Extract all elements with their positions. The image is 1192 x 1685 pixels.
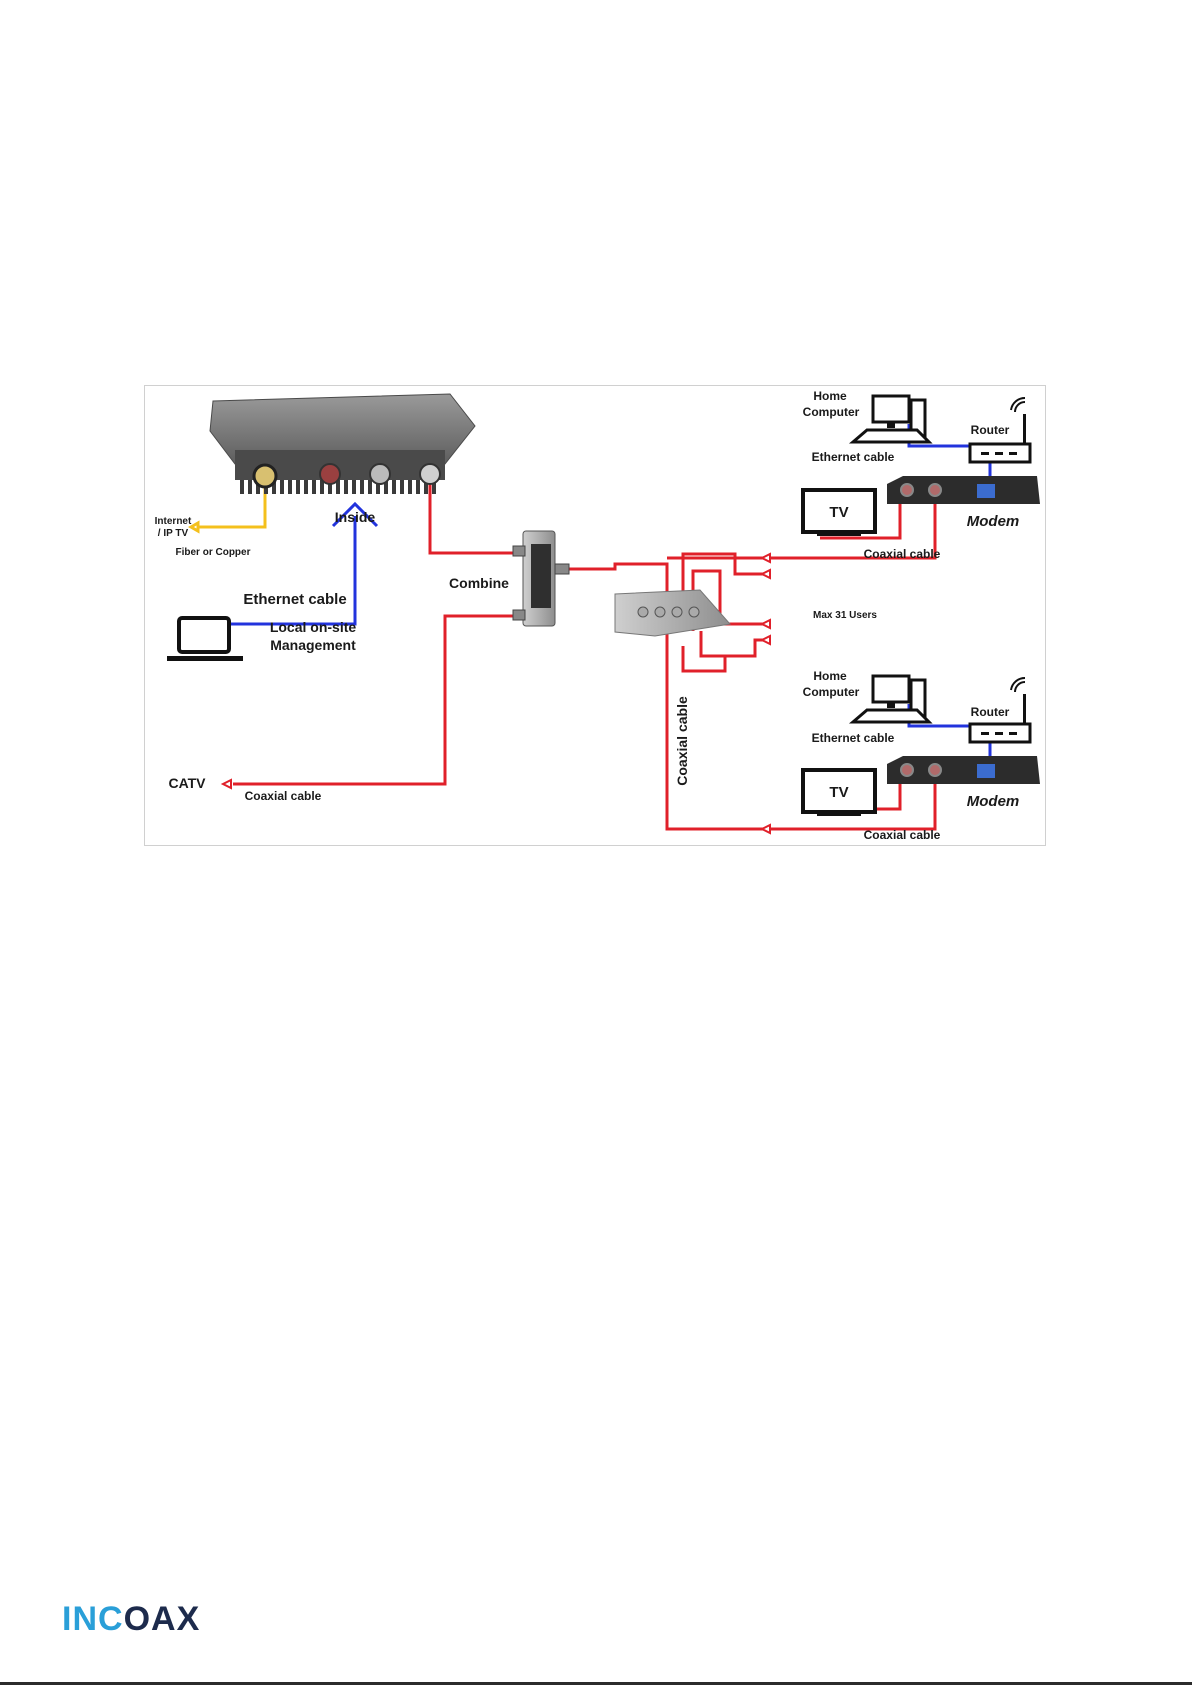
inside-label: Inside [335, 509, 376, 525]
internet-label-line1: Internet [155, 516, 192, 527]
ethernet-cable-top-label: Ethernet cable [812, 450, 895, 464]
local-mgmt-label-line1: Local on-site [270, 619, 357, 635]
logo-text-primary: INC [62, 1600, 124, 1636]
coax-out-4 [683, 646, 725, 671]
router-bottom-label: Router [971, 705, 1010, 719]
coaxial-cable-catv-label: Coaxial cable [245, 789, 322, 803]
ethernet-cable-bottom-label: Ethernet cable [812, 731, 895, 745]
modem-top-device [887, 476, 1040, 504]
combine-label: Combine [449, 575, 509, 591]
home-computer-top-label-line2: Computer [803, 405, 860, 419]
tv-bottom-label: TV [829, 784, 848, 801]
diagram-canvas: Home Computer Router Ethernet cable TV M… [145, 386, 1047, 847]
home-computer-top-icon [853, 396, 929, 442]
coax-out-3 [701, 631, 770, 656]
catv-label: CATV [168, 775, 206, 791]
combiner-device [513, 531, 569, 626]
local-mgmt-label-line2: Management [270, 637, 356, 653]
internet-cable [191, 481, 265, 531]
max-users-label: Max 31 Users [813, 610, 877, 621]
internet-label-line2: / IP TV [158, 528, 189, 539]
ethernet-cable-mgmt-label: Ethernet cable [243, 591, 346, 608]
home-computer-top-label-line1: Home [813, 389, 847, 403]
tv-top-label: TV [829, 504, 848, 521]
coaxial-cable-vertical-label: Coaxial cable [674, 696, 690, 786]
coaxial-cable-bottom-label: Coaxial cable [864, 828, 941, 842]
modem-bottom-label: Modem [967, 793, 1020, 810]
home-computer-bottom-label-line2: Computer [803, 685, 860, 699]
modem-top-label: Modem [967, 513, 1020, 530]
home-computer-bottom-icon [853, 676, 929, 722]
splitter-device [615, 590, 730, 636]
modem-bottom-device [887, 756, 1040, 784]
network-diagram: Home Computer Router Ethernet cable TV M… [144, 385, 1046, 846]
logo-text: INCOAX [62, 1600, 200, 1636]
incoax-logo: INCOAX [62, 1600, 222, 1636]
router-top-label: Router [971, 423, 1010, 437]
coaxial-cable-top-label: Coaxial cable [864, 547, 941, 561]
amplifier-unit [210, 394, 475, 494]
home-computer-bottom-label-line1: Home [813, 669, 847, 683]
logo-text-secondary: OAX [124, 1600, 201, 1636]
fiber-or-copper-label: Fiber or Copper [175, 547, 250, 558]
coax-amp-to-combiner [430, 481, 524, 553]
